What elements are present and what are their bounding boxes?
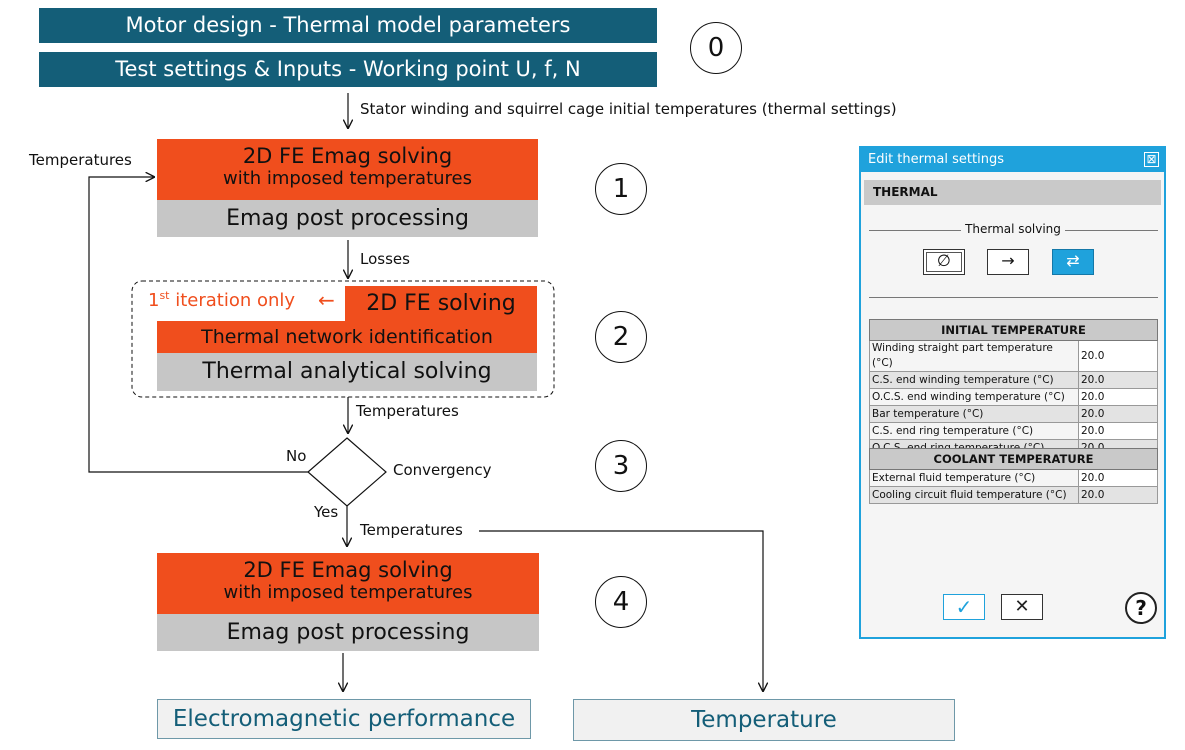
row-label: O.C.S. end winding temperature (°C) [869,388,1079,406]
row-label: Cooling circuit fluid temperature (°C) [869,486,1079,504]
arrow-left-icon: ← [318,288,335,312]
initial-temperature-table: INITIAL TEMPERATURE Winding straight par… [869,319,1158,457]
emag-post-processing-block-4: Emag post processing [157,614,539,651]
first-iteration-number: 1 [148,290,160,311]
table-row: C.S. end ring temperature (°C) 20.0 [869,422,1158,440]
row-value-input[interactable]: 20.0 [1078,405,1158,423]
emag-solving-title-4: 2D FE Emag solving [243,558,453,582]
thermal-solving-group-title: Thermal solving [961,222,1065,236]
header-test-settings: Test settings & Inputs - Working point U… [39,52,657,87]
edit-thermal-settings-dialog: Edit thermal settings ⊠ THERMAL Thermal … [859,146,1166,639]
table-row: O.C.S. end winding temperature (°C) 20.0 [869,388,1158,406]
ok-button[interactable]: ✓ [943,594,985,620]
no-label: No [286,447,307,465]
dialog-title: Edit thermal settings [868,152,1004,167]
step-2-marker: 2 [595,311,647,363]
loop-temperatures-label: Temperatures [29,151,132,169]
row-label: External fluid temperature (°C) [869,469,1079,487]
losses-label: Losses [360,250,410,268]
help-icon: ? [1135,596,1147,620]
step-3-marker: 3 [595,440,647,492]
initial-temperature-header: INITIAL TEMPERATURE [869,319,1158,341]
row-value-input[interactable]: 20.0 [1078,340,1158,372]
convergency-label: Convergency [393,461,492,479]
help-button[interactable]: ? [1125,592,1157,624]
one-way-coupling-button[interactable]: → [987,249,1029,275]
close-icon[interactable]: ⊠ [1144,152,1159,167]
step-1-marker: 1 [595,163,647,215]
first-iteration-text: iteration only [169,290,296,311]
arrow-loop-back [88,177,308,473]
row-value-input[interactable]: 20.0 [1078,422,1158,440]
fe-solving-block: 2D FE solving [345,286,537,321]
row-value-input[interactable]: 20.0 [1078,486,1158,504]
row-label: Winding straight part temperature (°C) [869,340,1079,372]
table-row: Bar temperature (°C) 20.0 [869,405,1158,423]
first-iteration-note: 1st iteration only [148,289,295,311]
arrow-right-icon: → [1001,251,1015,270]
row-label: Bar temperature (°C) [869,405,1079,423]
iteration-group-frame [131,280,555,398]
coolant-temperature-table: COOLANT TEMPERATURE External fluid tempe… [869,448,1158,504]
step-4-marker: 4 [595,576,647,628]
row-label: C.S. end winding temperature (°C) [869,371,1079,389]
swap-arrows-icon: ⇄ [1066,251,1080,270]
thermal-analytical-solving-block: Thermal analytical solving [157,353,537,391]
table-row: External fluid temperature (°C) 20.0 [869,469,1158,487]
arrow-to-temperature [479,530,763,691]
output-temperature: Temperature [573,699,955,741]
no-thermal-solving-button[interactable]: ∅ [923,249,965,275]
temperatures-label-3: Temperatures [360,521,463,539]
table-row: Cooling circuit fluid temperature (°C) 2… [869,486,1158,504]
output-electromagnetic-performance: Electromagnetic performance [157,699,531,739]
row-label: C.S. end ring temperature (°C) [869,422,1079,440]
row-value-input[interactable]: 20.0 [1078,469,1158,487]
row-value-input[interactable]: 20.0 [1078,388,1158,406]
coolant-temperature-header: COOLANT TEMPERATURE [869,448,1158,470]
emag-post-processing-block-1: Emag post processing [157,200,538,237]
cancel-button[interactable]: ✕ [1001,594,1043,620]
section-divider [869,297,1158,298]
temperatures-label-2: Temperatures [356,402,459,420]
table-row: C.S. end winding temperature (°C) 20.0 [869,371,1158,389]
convergency-diamond [307,437,387,507]
table-row: Winding straight part temperature (°C) 2… [869,340,1158,372]
yes-label: Yes [314,503,339,521]
emag-solving-block-4: 2D FE Emag solving with imposed temperat… [157,553,539,614]
two-way-coupling-button[interactable]: ⇄ [1052,249,1094,275]
tab-thermal[interactable]: THERMAL [864,180,1161,205]
first-iteration-suffix: st [159,289,170,302]
header-motor-design: Motor design - Thermal model parameters [39,8,657,43]
emag-solving-block-1: 2D FE Emag solving with imposed temperat… [157,139,538,200]
emag-solving-title: 2D FE Emag solving [242,144,453,168]
check-icon: ✓ [955,595,973,619]
empty-set-icon: ∅ [937,251,951,270]
thermal-network-identification-block: Thermal network identification [157,321,537,353]
step-0-marker: 0 [690,22,742,74]
row-value-input[interactable]: 20.0 [1078,371,1158,389]
init-temperatures-label: Stator winding and squirrel cage initial… [360,100,897,118]
dialog-title-bar: Edit thermal settings [861,148,1164,172]
emag-solving-subtitle-4: with imposed temperatures [223,582,473,603]
emag-solving-subtitle: with imposed temperatures [222,168,472,189]
cross-icon: ✕ [1014,596,1030,617]
